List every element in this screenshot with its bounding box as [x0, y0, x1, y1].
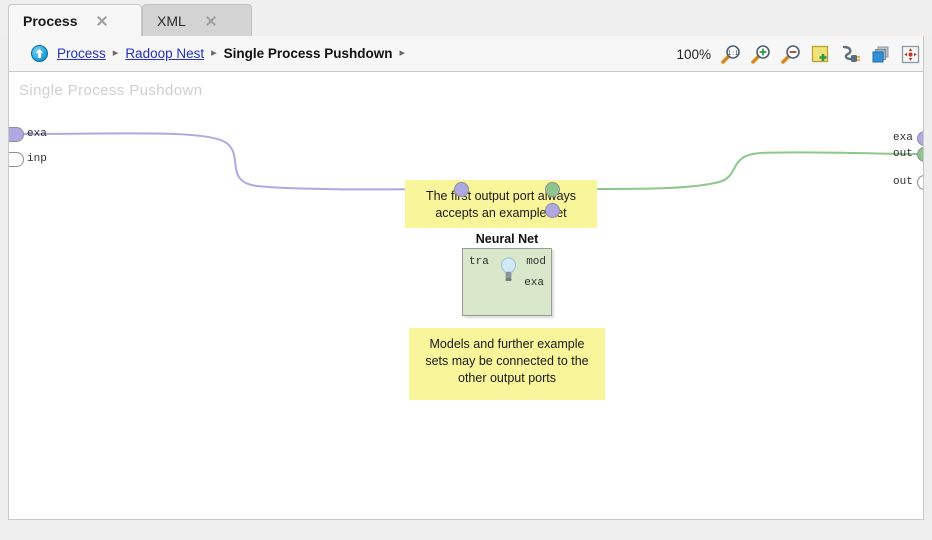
left-port-exa-label: exa — [27, 128, 47, 140]
connection-mod-to-out — [557, 151, 918, 191]
port-nub — [917, 131, 923, 146]
port-nub — [9, 152, 24, 167]
operator-output-port-mod-label: mod — [526, 256, 546, 268]
breadcrumb-separator: ▸ — [211, 47, 217, 59]
port-nub — [917, 147, 923, 162]
breadcrumb-item-process[interactable]: Process — [57, 46, 106, 61]
right-port-out-unconnected[interactable] — [917, 175, 923, 190]
svg-text:1:1: 1:1 — [728, 50, 739, 57]
magnifier-minus-icon[interactable] — [779, 43, 802, 66]
note-add-icon[interactable] — [809, 43, 832, 66]
right-port-out-unconnected-label: out — [893, 176, 913, 188]
window-bottom-strip — [0, 520, 932, 540]
annotation-first-output-port[interactable]: The first output port always accepts an … — [405, 180, 597, 228]
port-nub — [454, 182, 469, 197]
port-nub — [545, 182, 560, 197]
breadcrumb-separator: ▸ — [399, 47, 405, 59]
port-nub — [545, 203, 560, 218]
left-port-inp[interactable] — [9, 152, 24, 167]
lightbulb-icon — [500, 257, 517, 281]
breadcrumb-bar: Process ▸ Radoop Nest ▸ Single Process P… — [8, 36, 924, 72]
plug-icon[interactable] — [839, 43, 862, 66]
tab-xml[interactable]: XML — [142, 4, 252, 36]
canvas-watermark: Single Process Pushdown — [19, 82, 203, 99]
right-port-exa[interactable] — [917, 131, 923, 146]
close-icon[interactable] — [204, 14, 218, 28]
right-port-out-connected-label: out — [893, 148, 913, 160]
operator-input-port-tra[interactable] — [454, 182, 469, 197]
process-canvas[interactable]: Single Process Pushdown exa inp exa out … — [8, 72, 924, 520]
operator-output-port-mod[interactable] — [545, 182, 560, 197]
breadcrumb: Process ▸ Radoop Nest ▸ Single Process P… — [31, 45, 412, 62]
right-port-exa-label: exa — [893, 132, 913, 144]
left-port-inp-label: inp — [27, 153, 47, 165]
operator-title: Neural Net — [475, 232, 539, 246]
port-nub — [9, 127, 24, 142]
canvas-toolbar: 100% 1:1 — [676, 36, 922, 72]
tab-process-label: Process — [23, 12, 78, 29]
port-nub — [917, 175, 923, 190]
operator-neural-net[interactable]: tra mod exa — [462, 248, 552, 316]
magnifier-plus-icon[interactable] — [749, 43, 772, 66]
breadcrumb-item-radoop-nest[interactable]: Radoop Nest — [125, 46, 205, 61]
operator-input-port-tra-label: tra — [469, 256, 489, 268]
layers-icon[interactable] — [869, 43, 892, 66]
tab-xml-label: XML — [157, 12, 186, 29]
annotation-other-output-ports[interactable]: Models and further example sets may be c… — [409, 328, 605, 400]
tab-bar: Process XML — [0, 0, 932, 36]
breadcrumb-item-current: Single Process Pushdown — [223, 46, 393, 61]
operator-output-port-exa[interactable] — [545, 203, 560, 218]
magnifier-one-to-one-icon[interactable]: 1:1 — [719, 43, 742, 66]
left-port-exa[interactable] — [9, 127, 24, 142]
tab-process[interactable]: Process — [8, 4, 142, 36]
connection-exa-to-tra — [16, 132, 455, 191]
up-arrow-icon[interactable] — [31, 45, 48, 62]
right-port-out-connected[interactable] — [917, 147, 923, 162]
zoom-level-label: 100% — [676, 46, 711, 62]
close-icon[interactable] — [95, 14, 109, 28]
breadcrumb-separator: ▸ — [112, 47, 119, 59]
operator-output-port-exa-label: exa — [524, 277, 544, 289]
fit-to-screen-icon[interactable] — [899, 43, 922, 66]
